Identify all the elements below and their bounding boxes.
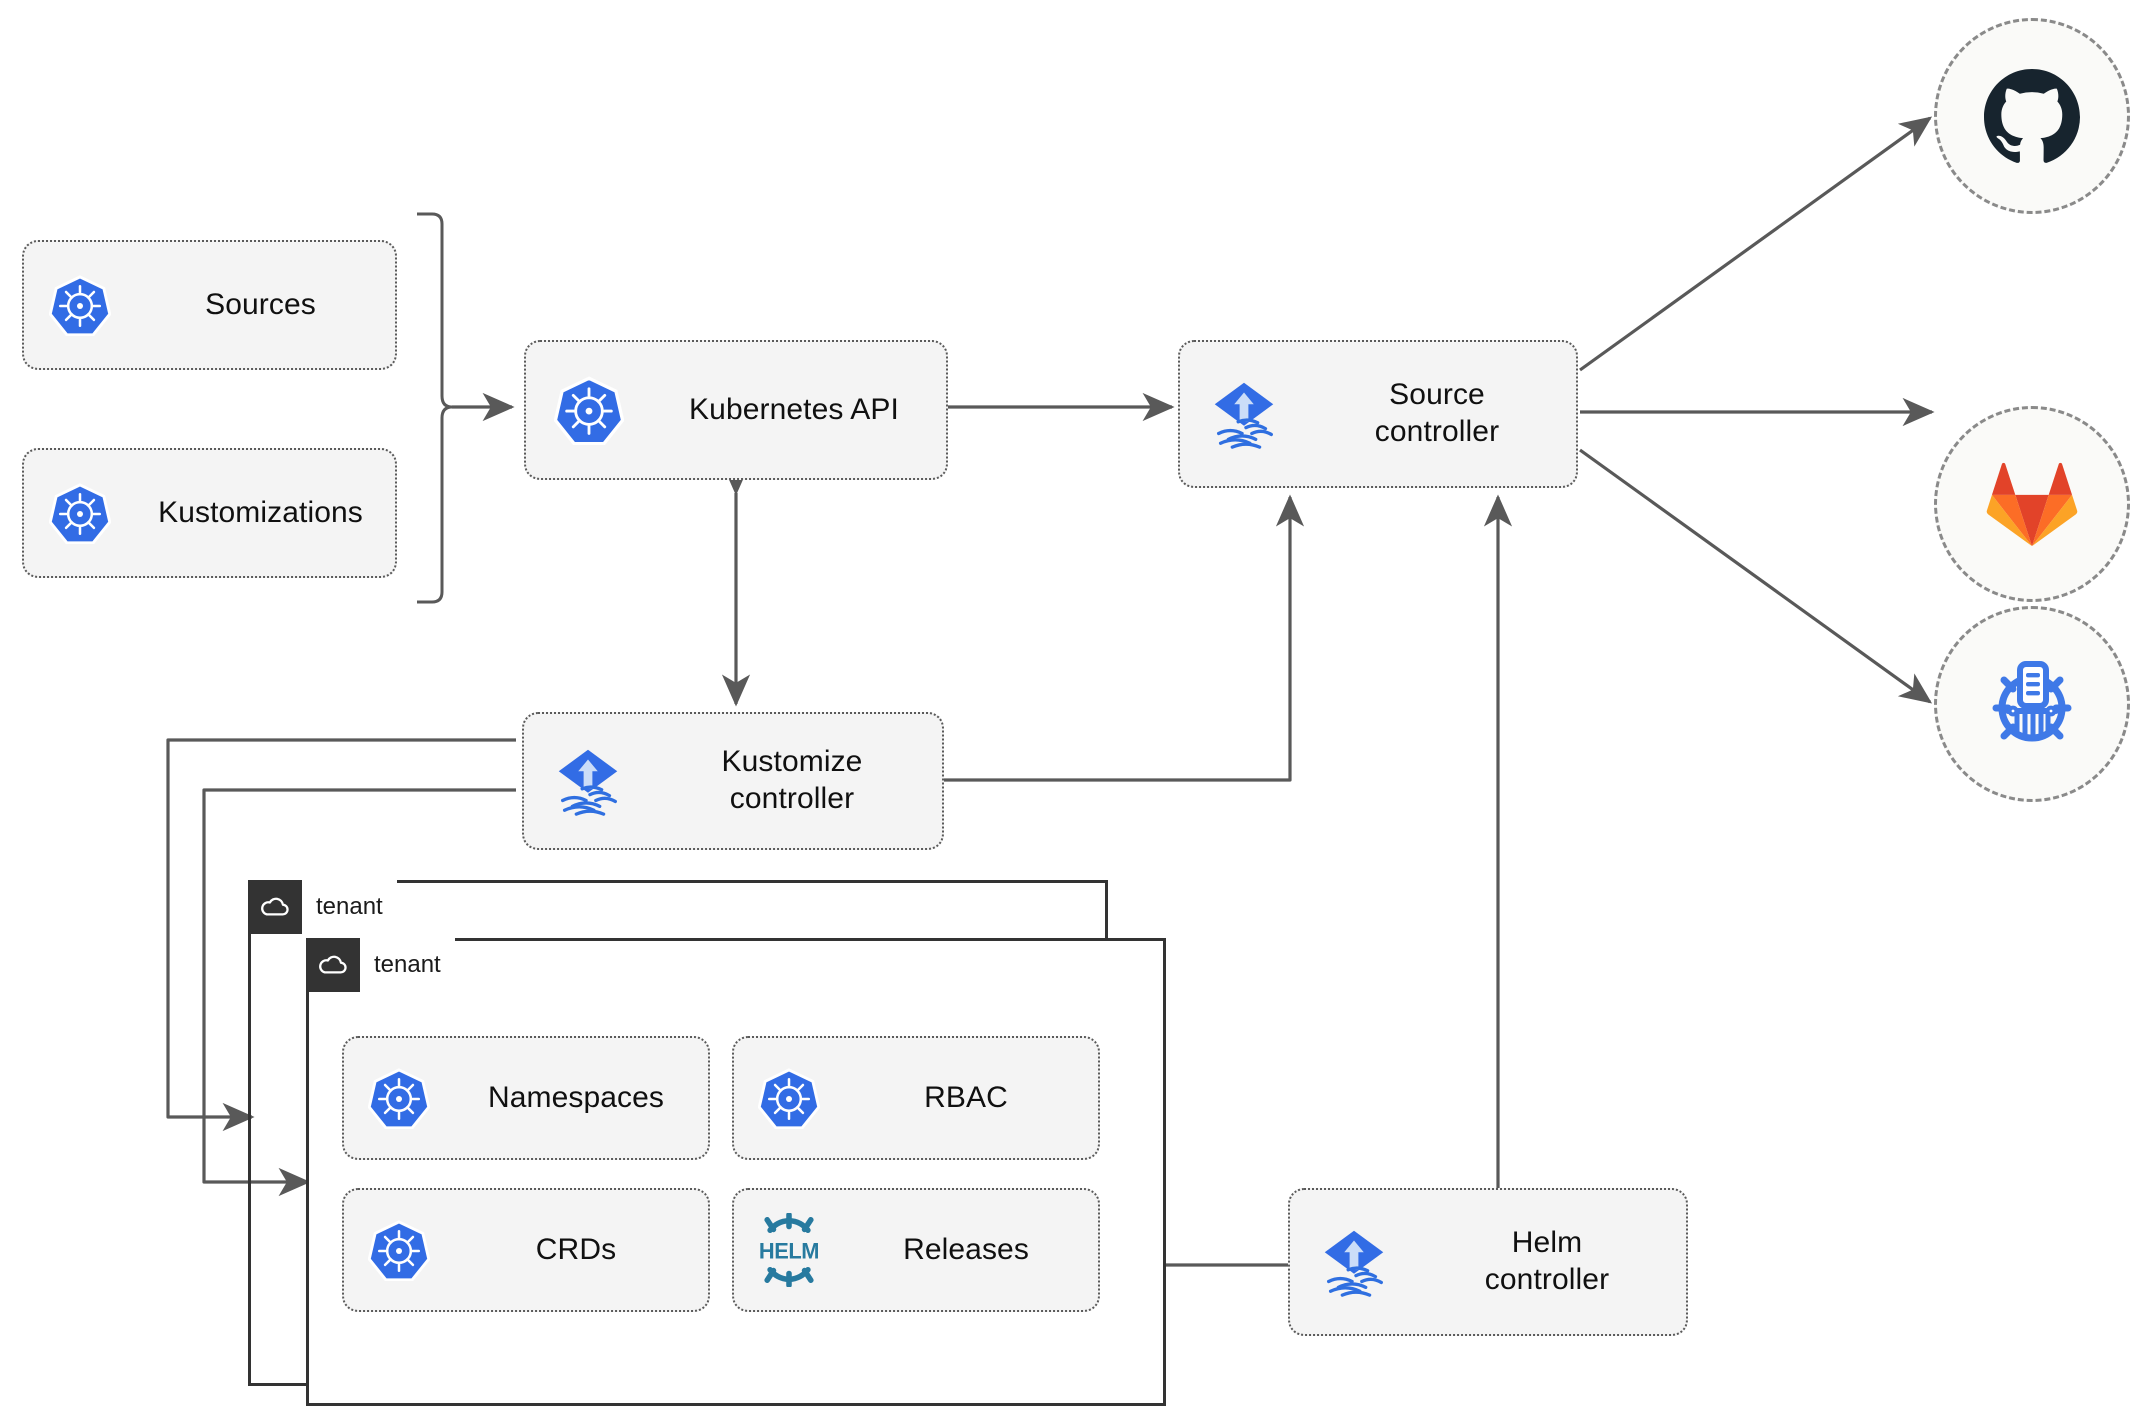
node-kustomize-controller[interactable]: Kustomize controller: [522, 712, 944, 850]
node-kustomizations-label: Kustomizations: [158, 495, 363, 529]
node-helm-controller-label: Helm controller: [1484, 1226, 1610, 1296]
edge-sources-brace: [417, 212, 454, 604]
kubernetes-icon: [344, 1067, 454, 1129]
node-helm-controller[interactable]: Helm controller: [1288, 1188, 1688, 1336]
node-kustomizations[interactable]: Kustomizations: [22, 448, 397, 578]
kubernetes-icon: [344, 1219, 454, 1281]
kubernetes-icon: [526, 375, 652, 445]
external-gitlab[interactable]: [1934, 406, 2130, 602]
node-releases-label: Releases: [903, 1232, 1029, 1266]
edge-kustomize-to-source-controller: [944, 494, 1305, 782]
node-sources-label: Sources: [205, 287, 316, 321]
helm-icon: HELM: [734, 1213, 844, 1287]
github-icon: [1984, 68, 2080, 163]
node-rbac[interactable]: RBAC: [732, 1036, 1100, 1160]
node-crds-label: CRDs: [535, 1232, 617, 1266]
tenant-inner-header: tenant: [306, 938, 455, 992]
node-sources[interactable]: Sources: [22, 240, 397, 370]
external-helm-registry[interactable]: [1934, 606, 2130, 802]
node-namespaces[interactable]: Namespaces: [342, 1036, 710, 1160]
svg-text:HELM: HELM: [759, 1238, 819, 1263]
node-kustomize-controller-label: Kustomize controller: [721, 745, 863, 815]
edge-source-to-github: [1579, 116, 1933, 372]
cloud-icon: [248, 880, 302, 934]
tenant-outer-header: tenant: [248, 880, 397, 934]
node-namespaces-label: Namespaces: [487, 1080, 665, 1114]
node-releases[interactable]: HELM Releases: [732, 1188, 1100, 1312]
external-github[interactable]: [1934, 18, 2130, 214]
kubernetes-icon: [24, 274, 136, 336]
helm-registry-icon: [1992, 661, 2072, 742]
flux-icon: [1290, 1223, 1418, 1301]
cloud-icon: [306, 938, 360, 992]
edge-source-to-registry: [1579, 448, 1933, 704]
node-source-controller-label: Source controller: [1374, 378, 1500, 448]
node-kubernetes-api[interactable]: Kubernetes API: [524, 340, 948, 480]
node-source-controller[interactable]: Source controller: [1178, 340, 1578, 488]
flux-icon: [1180, 375, 1308, 453]
kubernetes-icon: [24, 482, 136, 544]
tenant-inner-frame: tenant: [306, 938, 1166, 1406]
tenant-outer-label: tenant: [302, 880, 397, 934]
node-kubernetes-api-label: Kubernetes API: [689, 392, 899, 426]
kubernetes-icon: [734, 1067, 844, 1129]
flux-icon: [524, 742, 652, 820]
tenant-inner-label: tenant: [360, 938, 455, 992]
node-crds[interactable]: CRDs: [342, 1188, 710, 1312]
gitlab-icon: [1986, 462, 2078, 547]
node-rbac-label: RBAC: [924, 1080, 1008, 1114]
